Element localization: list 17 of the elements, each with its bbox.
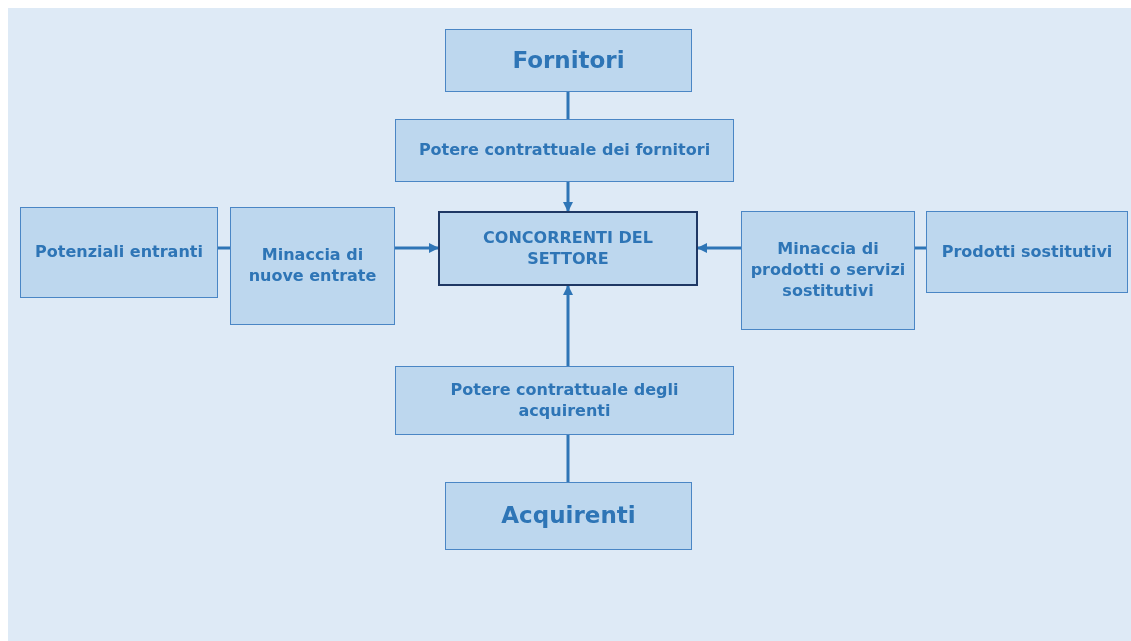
arrow (697, 243, 741, 253)
force-box: Potenziali entranti (20, 207, 218, 298)
force-box: Prodotti sostitutivi (926, 211, 1128, 293)
connector-line (566, 92, 570, 119)
force-box: Potere contrattuale dei fornitori (395, 119, 734, 182)
party-box: Acquirenti (445, 482, 692, 550)
arrow (563, 285, 573, 366)
connector-line (218, 246, 230, 250)
connector-line (915, 246, 926, 250)
force-box: Minaccia di prodotti o servizi sostitutivi (741, 211, 915, 330)
connector-line (566, 435, 570, 482)
party-box: Fornitori (445, 29, 692, 92)
arrow (395, 243, 439, 253)
arrow (563, 182, 573, 212)
central-box: CONCORRENTI DEL SETTORE (438, 211, 698, 286)
force-box: Minaccia di nuove entrate (230, 207, 395, 325)
force-box: Potere contrattuale degli acquirenti (395, 366, 734, 435)
